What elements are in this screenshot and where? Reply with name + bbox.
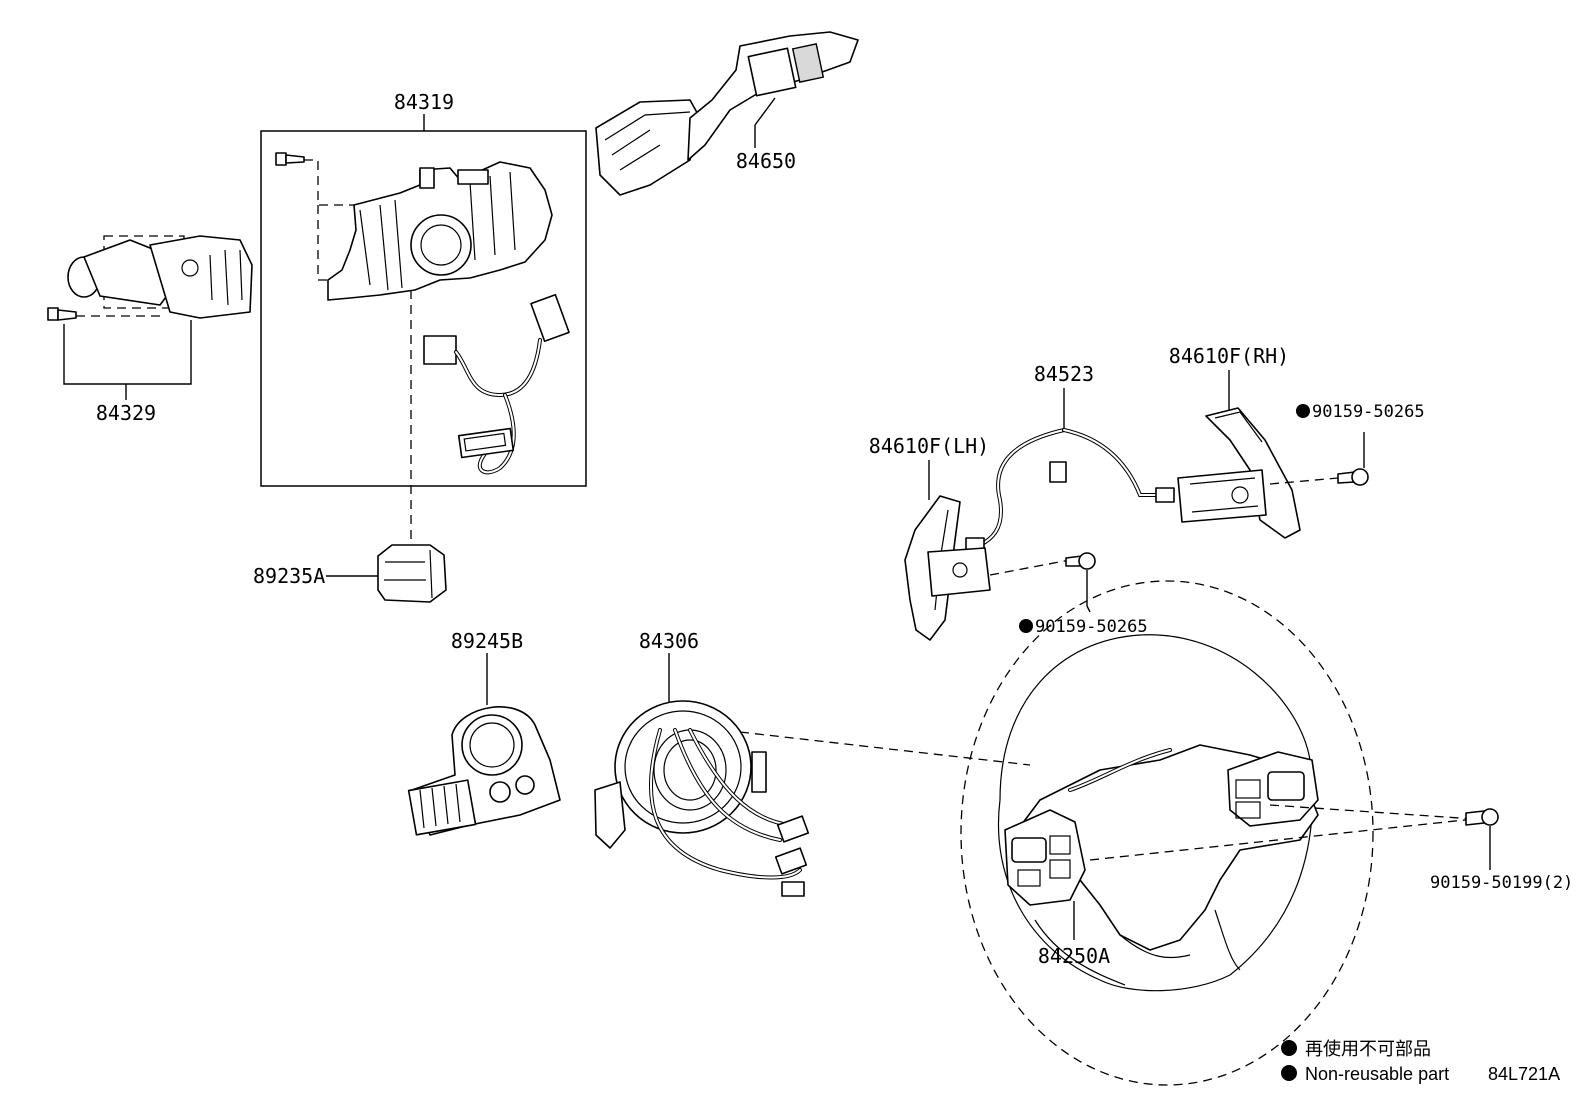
non-reusable-dot-icon	[1281, 1040, 1297, 1056]
wiper-switch	[595, 31, 859, 196]
switch-body	[327, 161, 553, 301]
sensor-89235A	[326, 544, 447, 603]
leader-dashed	[739, 731, 1031, 766]
paddle-shifter-lh	[904, 460, 1071, 641]
part-label-90159-50265-lh: 90159-50265	[1035, 617, 1148, 637]
screw-icon	[1337, 468, 1369, 486]
screw-icon	[275, 152, 305, 166]
part-label-84250A: 84250A	[1038, 944, 1110, 968]
spiral-cable-84306	[594, 653, 810, 897]
paddle-shifter-rh	[1177, 370, 1339, 539]
screw-icon	[1065, 552, 1096, 570]
leader-dashed	[1269, 804, 1475, 820]
diagram-code: 84L721A	[1488, 1064, 1560, 1084]
part-label-84329: 84329	[96, 401, 156, 425]
part-label-84319: 84319	[394, 90, 454, 114]
steering-wheel-outline	[960, 580, 1374, 1086]
leader-dashed	[1089, 818, 1475, 861]
legend-jp: 再使用不可部品	[1305, 1039, 1431, 1059]
part-label-90159-50199: 90159-50199(2)	[1430, 873, 1573, 893]
paddle-wire-84523	[965, 388, 1175, 553]
part-label-90159-50265-rh: 90159-50265	[1312, 402, 1425, 422]
screw-icon	[47, 307, 77, 321]
part-label-89235A: 89235A	[253, 564, 325, 588]
legend: 再使用不可部品 Non-reusable part 84L721A	[1281, 1039, 1560, 1084]
turn-signal-switch	[47, 235, 253, 400]
part-label-84306: 84306	[639, 629, 699, 653]
part-label-84610F-rh: 84610F(RH)	[1169, 344, 1289, 368]
wire-harness	[423, 293, 570, 475]
screw-icon	[1465, 808, 1499, 826]
combination-switch-assembly	[260, 114, 587, 487]
steering-wheel	[960, 580, 1374, 1086]
part-label-84650: 84650	[736, 149, 796, 173]
part-label-84610F-lh: 84610F(LH)	[869, 434, 989, 458]
non-reusable-dot-icon	[1281, 1065, 1297, 1081]
steering-sensor-89245B	[407, 653, 561, 836]
legend-en: Non-reusable part	[1305, 1064, 1449, 1084]
non-reusable-dot-icon	[1019, 619, 1033, 633]
part-label-84523: 84523	[1034, 362, 1094, 386]
part-label-89245B: 89245B	[451, 629, 523, 653]
non-reusable-dot-icon	[1296, 404, 1310, 418]
